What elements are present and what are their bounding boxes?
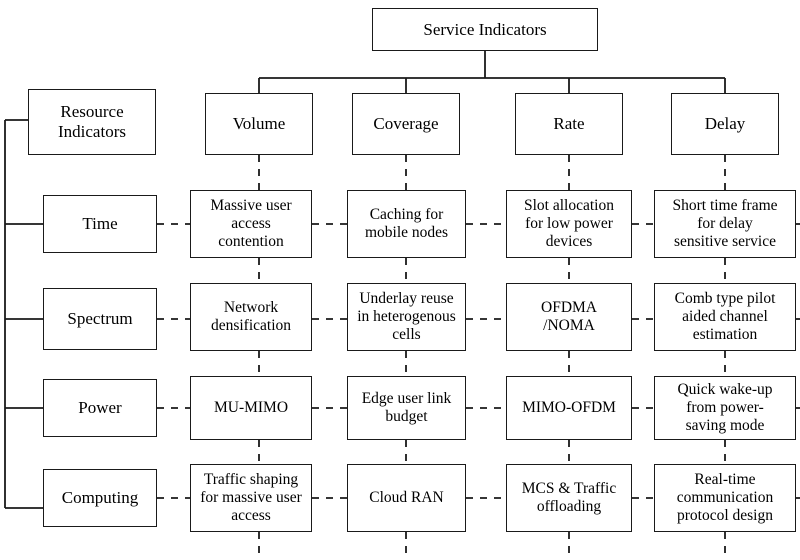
cell-spectrum-volume[interactable]: Network densification — [190, 283, 312, 351]
node-column-volume[interactable]: Volume — [205, 93, 313, 155]
cell-computing-volume[interactable]: Traffic shaping for massive user access — [190, 464, 312, 532]
cell-spectrum-rate[interactable]: OFDMA /NOMA — [506, 283, 632, 351]
cell-power-volume[interactable]: MU-MIMO — [190, 376, 312, 440]
node-row-spectrum[interactable]: Spectrum — [43, 288, 157, 350]
node-resource-indicators[interactable]: Resource Indicators — [28, 89, 156, 155]
cell-power-delay[interactable]: Quick wake-up from power- saving mode — [654, 376, 796, 440]
cell-spectrum-coverage[interactable]: Underlay reuse in heterogenous cells — [347, 283, 466, 351]
cell-computing-rate[interactable]: MCS & Traffic offloading — [506, 464, 632, 532]
node-row-computing[interactable]: Computing — [43, 469, 157, 527]
cell-power-coverage[interactable]: Edge user link budget — [347, 376, 466, 440]
node-row-time[interactable]: Time — [43, 195, 157, 253]
cell-power-rate[interactable]: MIMO-OFDM — [506, 376, 632, 440]
cell-time-rate[interactable]: Slot allocation for low power devices — [506, 190, 632, 258]
cell-computing-coverage[interactable]: Cloud RAN — [347, 464, 466, 532]
node-service-indicators[interactable]: Service Indicators — [372, 8, 598, 51]
node-column-rate[interactable]: Rate — [515, 93, 623, 155]
node-column-delay[interactable]: Delay — [671, 93, 779, 155]
cell-spectrum-delay[interactable]: Comb type pilot aided channel estimation — [654, 283, 796, 351]
node-row-power[interactable]: Power — [43, 379, 157, 437]
cell-time-volume[interactable]: Massive user access contention — [190, 190, 312, 258]
cell-computing-delay[interactable]: Real-time communication protocol design — [654, 464, 796, 532]
node-column-coverage[interactable]: Coverage — [352, 93, 460, 155]
cell-time-delay[interactable]: Short time frame for delay sensitive ser… — [654, 190, 796, 258]
cell-time-coverage[interactable]: Caching for mobile nodes — [347, 190, 466, 258]
